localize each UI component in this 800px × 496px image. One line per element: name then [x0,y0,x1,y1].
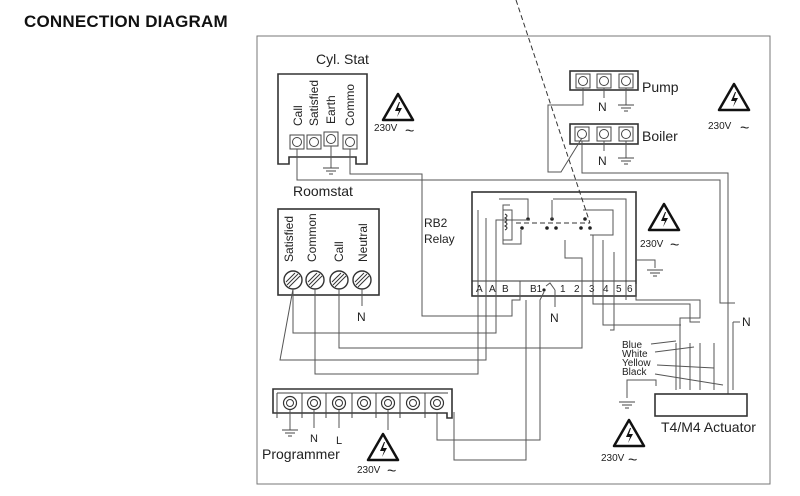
boiler-neutral: N [598,154,607,168]
actuator-label: T4/M4 Actuator [661,419,756,435]
actuator-wire-black: Black [622,367,647,378]
actuator-wire-yellow: Yellow [622,358,651,369]
cyl-stat-terminal-earth: Earth [324,95,338,124]
ac-symbol: ~ [628,452,637,469]
relay-terminal-3: 3 [589,284,595,295]
programmer-terminal-n: N [310,433,318,445]
voltage-label: 230V [708,121,732,132]
voltage-label: 230V [357,465,381,476]
programmer-label: Programmer [262,446,340,462]
warning-icon [647,202,681,232]
earth-icon [281,429,299,437]
roomstat-label: Roomstat [293,183,353,199]
roomstat-terminal-common: Common [305,213,319,262]
pump-neutral: N [598,100,607,114]
pump-label: Pump [642,79,679,95]
earth-icon [322,167,340,175]
voltage-label: 230V [640,239,664,250]
relay-terminal-6: 6 [627,284,633,295]
actuator-neutral: N [742,315,751,329]
earth-icon [617,104,635,112]
actuator-wire-blue: Blue [622,340,642,351]
relay-terminal-1: 1 [560,284,566,295]
ac-symbol: ~ [387,463,396,480]
cyl-stat-label: Cyl. Stat [316,51,369,67]
warning-icon [366,432,400,462]
relay-terminal-2: 2 [574,284,580,295]
relay-terminal-b1: B1 [530,284,543,295]
cyl-stat: Cyl. Stat Call Satisfied Earth Commo [277,51,369,175]
rb2-relay: A A B B1 1 2 3 4 5 6 N [471,0,637,325]
ac-symbol: ~ [670,237,679,254]
relay-label-line1: RB2 [424,216,448,230]
relay-terminal-4: 4 [603,284,609,295]
wiring [279,88,740,461]
actuator-wire-white: White [622,349,648,360]
voltage-label: 230V [374,123,398,134]
relay-terminal-a1: A [476,284,483,295]
earth-icon [618,401,636,409]
roomstat-terminal-neutral: Neutral [356,223,370,262]
earth-icon [646,269,664,277]
relay-label-line2: Relay [424,232,455,246]
roomstat-terminal-satisfied: Satisfied [282,216,296,262]
programmer: N L Programmer [262,388,453,462]
diagram-title: CONNECTION DIAGRAM [24,12,228,31]
boiler-label: Boiler [642,128,678,144]
ac-symbol: ~ [740,120,749,137]
roomstat-terminal-call: Call [332,241,346,262]
diagram-frame [256,35,771,485]
cyl-stat-terminal-call: Call [291,105,305,126]
relay-terminal-5: 5 [616,284,622,295]
warning-icon [717,82,751,112]
warning-icon [381,92,415,122]
cyl-stat-terminal-common: Commo [343,84,357,126]
roomstat: Roomstat Satisfied Common Call Neutral N [277,183,380,324]
relay-terminal-a2: A [489,284,496,295]
roomstat-neutral: N [357,310,366,324]
boiler: Boiler N [569,123,678,168]
ac-symbol: ~ [405,123,414,140]
programmer-terminal-l: L [336,435,342,447]
voltage-label: 230V [601,453,625,464]
relay-terminal-b: B [502,284,509,295]
t4-m4-actuator: T4/M4 Actuator Blue White Yellow Black N [622,315,756,435]
earth-icon [617,157,635,165]
warning-icon [612,418,646,448]
pump: Pump N [569,70,679,114]
relay-neutral: N [550,311,559,325]
cyl-stat-terminal-satisfied: Satisfied [307,80,321,126]
